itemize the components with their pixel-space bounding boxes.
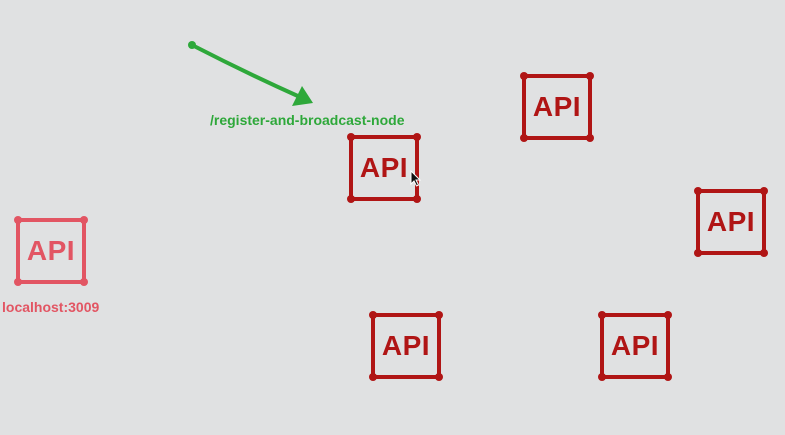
arrow-shaft [190,43,302,99]
api-node-label: API [381,330,431,361]
api-node: API [520,72,594,142]
api-node-label: API [706,206,756,237]
api-node-target: API [347,133,421,203]
arrow-tail-dot [188,41,196,49]
route-label: /register-and-broadcast-node [210,112,405,128]
api-node: API [694,187,768,257]
api-node-new: API [14,216,88,286]
mouse-cursor-icon [410,170,422,187]
api-node-label: API [359,152,409,183]
api-node-label: API [532,91,582,122]
api-node-label: API [26,235,76,266]
api-node: API [369,311,443,381]
arrow-head [292,86,313,106]
host-label: localhost:3009 [2,299,100,315]
api-node: API [598,311,672,381]
api-node-label: API [610,330,660,361]
